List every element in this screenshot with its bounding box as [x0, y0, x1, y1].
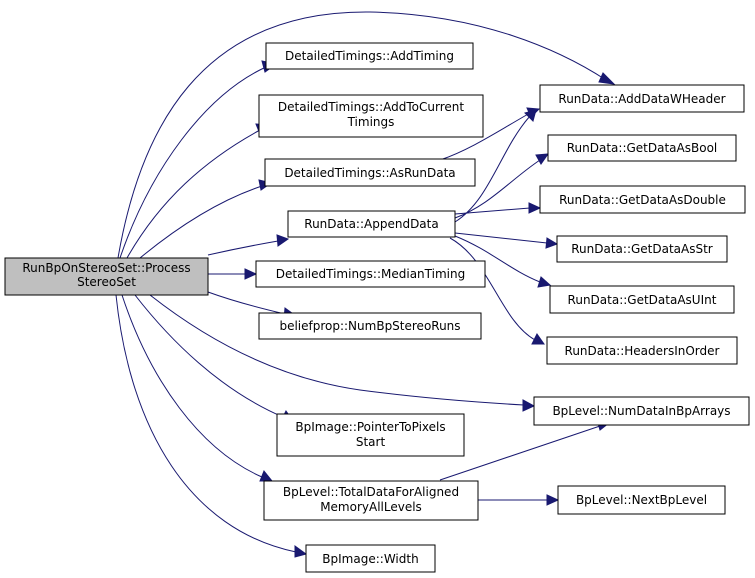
node-label: RunData::AddDataWHeader — [558, 92, 725, 106]
node-label-line2: Start — [356, 435, 386, 449]
edge-root-to-median-timing — [208, 268, 258, 280]
node-run-bp-on-stereo-set-process[interactable]: RunBpOnStereoSet::Process StereoSet — [4, 257, 209, 296]
node-label: DetailedTimings::AsRunData — [284, 166, 455, 180]
edge-root-to-total-data — [121, 294, 274, 482]
edge-root-to-add-timing — [119, 60, 278, 259]
edge-root-to-add-data-w-header — [117, 11, 616, 259]
node-detailed-timings-median-timing[interactable]: DetailedTimings::MedianTiming — [255, 260, 486, 288]
node-detailed-timings-add-timing[interactable]: DetailedTimings::AddTiming — [265, 42, 474, 70]
node-bp-level-num-data-in-bp-arrays[interactable]: BpLevel::NumDataInBpArrays — [533, 396, 750, 426]
node-bp-level-total-data-for-aligned-memory-all-levels[interactable]: BpLevel::TotalDataForAligned MemoryAllLe… — [263, 480, 479, 521]
node-label-line1: RunBpOnStereoSet::Process — [22, 261, 190, 275]
node-label-line1: BpLevel::TotalDataForAligned — [283, 485, 459, 499]
node-detailed-timings-as-run-data[interactable]: DetailedTimings::AsRunData — [264, 158, 476, 187]
node-run-data-append-data[interactable]: RunData::AppendData — [287, 210, 456, 238]
node-label-line2: Timings — [347, 115, 395, 129]
node-label: BpLevel::NumDataInBpArrays — [552, 404, 730, 418]
node-label: BpImage::Width — [322, 552, 418, 566]
node-label: DetailedTimings::AddTiming — [285, 49, 454, 63]
edge-append-data-to-headers-in-order — [449, 237, 545, 345]
edge-append-data-to-get-data-as-double — [454, 202, 542, 215]
edge-root-to-append-data — [207, 234, 290, 256]
edge-append-data-to-get-data-as-uint — [454, 235, 552, 288]
node-detailed-timings-add-to-current-timings[interactable]: DetailedTimings::AddToCurrent Timings — [258, 94, 484, 138]
node-label-line1: DetailedTimings::AddToCurrent — [278, 100, 464, 114]
node-label: RunData::HeadersInOrder — [565, 344, 720, 358]
node-run-data-add-data-w-header[interactable]: RunData::AddDataWHeader — [539, 84, 745, 113]
edge-append-data-to-get-data-as-str — [454, 232, 559, 249]
node-run-data-get-data-as-str[interactable]: RunData::GetDataAsStr — [556, 235, 728, 263]
node-label: RunData::GetDataAsUInt — [568, 293, 717, 307]
node-run-data-get-data-as-bool[interactable]: RunData::GetDataAsBool — [547, 134, 737, 162]
node-label-line2: StereoSet — [77, 275, 136, 289]
edge-root-to-width — [115, 294, 308, 558]
nodes: RunBpOnStereoSet::Process StereoSet Deta… — [4, 42, 750, 573]
node-label-line1: BpImage::PointerToPixels — [295, 420, 445, 434]
node-label: RunData::GetDataAsDouble — [559, 193, 726, 207]
node-label: RunData::AppendData — [304, 217, 438, 231]
node-run-data-get-data-as-uint[interactable]: RunData::GetDataAsUInt — [549, 285, 735, 314]
edge-total-data-to-num-data-in-bp-arrays — [439, 419, 611, 481]
node-label: RunData::GetDataAsStr — [571, 242, 713, 256]
node-bp-level-next-bp-level[interactable]: BpLevel::NextBpLevel — [557, 485, 726, 515]
node-label: beliefprop::NumBpStereoRuns — [279, 319, 460, 333]
node-label-line2: MemoryAllLevels — [320, 500, 422, 514]
node-bp-image-width[interactable]: BpImage::Width — [305, 544, 436, 573]
node-label: BpLevel::NextBpLevel — [576, 493, 707, 507]
node-beliefprop-num-bp-stereo-runs[interactable]: beliefprop::NumBpStereoRuns — [258, 312, 482, 340]
node-run-data-get-data-as-double[interactable]: RunData::GetDataAsDouble — [539, 185, 746, 214]
edge-root-to-num-data-in-bp-arrays — [149, 294, 536, 412]
node-label: RunData::GetDataAsBool — [567, 141, 718, 155]
node-run-data-headers-in-order[interactable]: RunData::HeadersInOrder — [546, 336, 738, 365]
node-bp-image-pointer-to-pixels-start[interactable]: BpImage::PointerToPixels Start — [276, 413, 465, 457]
node-label: DetailedTimings::MedianTiming — [276, 267, 465, 281]
edge-total-data-to-next-bp-level — [478, 494, 560, 506]
